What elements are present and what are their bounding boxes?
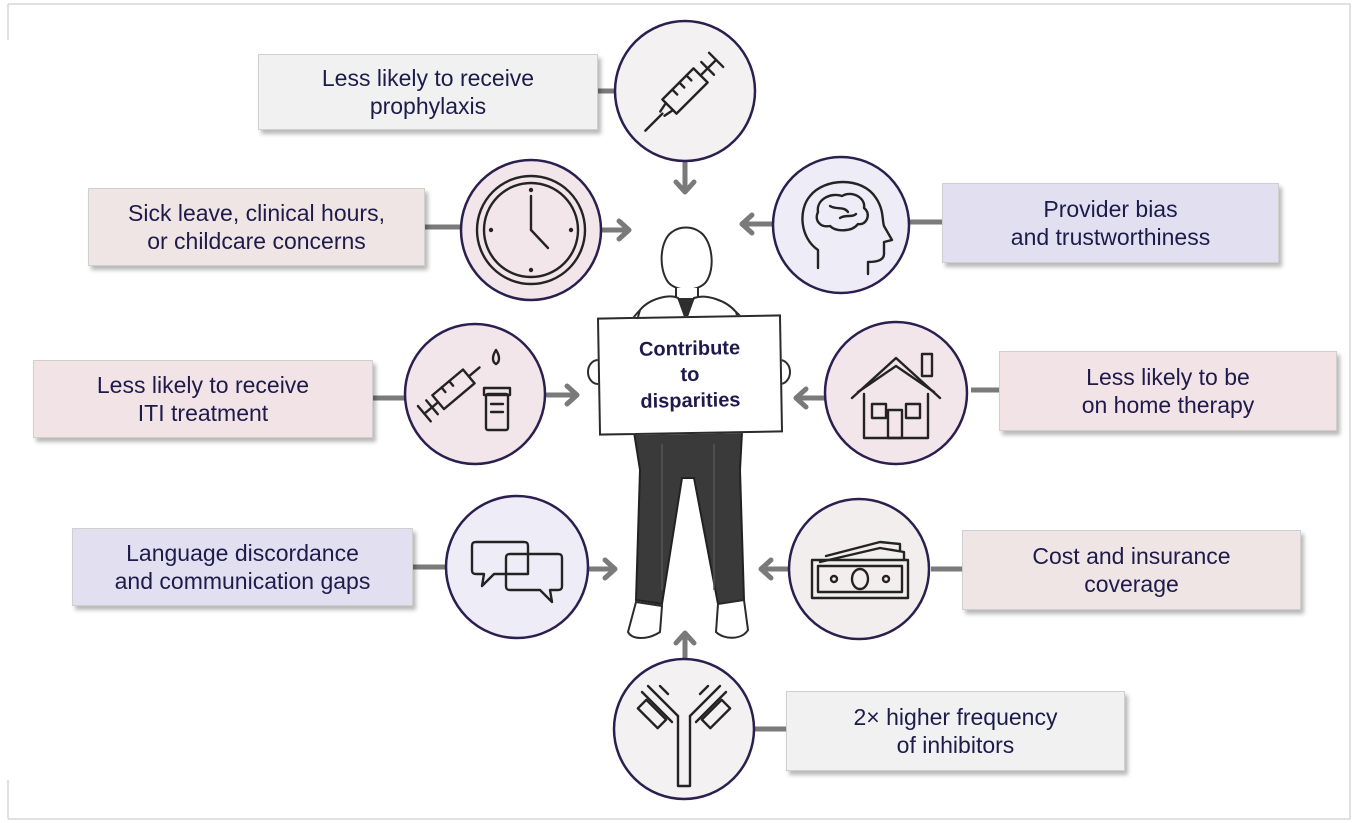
label-sick-leave: Sick leave, clinical hours, or childcare… <box>88 188 425 266</box>
arrow-provider-bias <box>739 212 777 236</box>
brain-node <box>771 155 911 295</box>
money-icon <box>810 540 910 600</box>
speech-node <box>444 494 590 640</box>
antibody-icon <box>636 684 732 788</box>
clock-node <box>459 158 603 302</box>
label-cost: Cost and insurance coverage <box>962 530 1301 610</box>
sign-line-3: disparities <box>640 389 741 413</box>
arrow-sick-leave <box>596 218 632 242</box>
syringe-node <box>613 19 757 163</box>
arrow-prophylaxis <box>673 160 697 195</box>
speech-bubbles-icon <box>470 540 564 604</box>
label-iti: Less likely to receive ITI treatment <box>33 360 373 438</box>
sign-line-1: Contribute <box>638 337 741 361</box>
center-sign: Contribute to disparities <box>596 314 784 436</box>
arrow-inhibitors <box>673 630 697 663</box>
syringe-icon <box>644 51 725 132</box>
arrow-home-therapy <box>793 386 827 410</box>
label-provider-bias: Provider bias and trustworthiness <box>942 183 1279 263</box>
label-prophylaxis: Less likely to receive prophylaxis <box>258 54 598 130</box>
arrow-language <box>586 557 618 581</box>
arrow-iti <box>544 383 580 407</box>
arrow-cost <box>758 557 791 581</box>
label-language: Language discordance and communication g… <box>72 528 413 606</box>
frame-border <box>8 3 1351 820</box>
money-node <box>787 497 931 641</box>
clock-icon <box>475 174 587 286</box>
antibody-node <box>612 657 756 801</box>
label-inhibitors: 2× higher frequency of inhibitors <box>786 691 1125 771</box>
label-home-therapy: Less likely to be on home therapy <box>999 351 1337 431</box>
vial-syringe-icon <box>416 348 512 432</box>
sign-line-2: to <box>680 363 700 387</box>
brain-head-icon <box>801 180 894 276</box>
vial-syringe-node <box>403 322 547 466</box>
house-icon <box>850 352 942 440</box>
house-node <box>823 320 969 466</box>
